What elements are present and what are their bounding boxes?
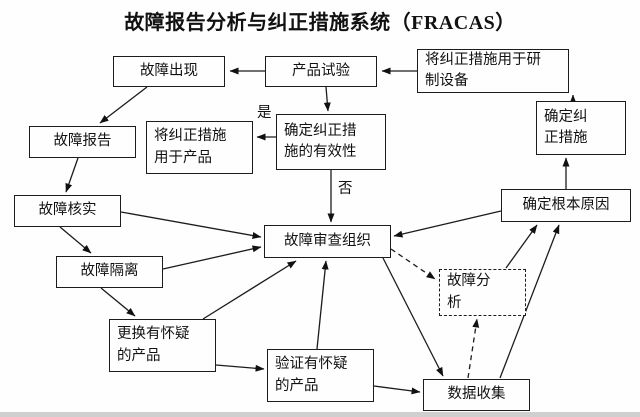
edge-failure-verify-to-failure-isolation [59, 226, 92, 254]
edge-verify-suspect-to-review-board [316, 260, 329, 350]
edge-failure-analysis-to-root-cause [505, 224, 538, 269]
node-verify-suspect-product: 验证有怀疑 的产品 [267, 349, 374, 402]
node-failure-occurs: 故障出现 [113, 56, 225, 87]
edge-review-board-to-failure-analysis [390, 248, 436, 280]
edge-failure-verify-to-review-board [120, 211, 262, 239]
edge-failure-report-to-failure-verify [65, 157, 79, 193]
node-apply-corrective-to-dev-equipment: 将纠正措施用于研 制设备 [417, 49, 569, 93]
edge-replace-suspect-to-review-board [202, 260, 297, 320]
edge-product-test-to-determine-effect [323, 86, 331, 112]
node-determine-effectiveness: 确定纠正措 施的有效性 [276, 114, 386, 170]
node-apply-corrective-to-product: 将纠正措施 用于产品 [146, 121, 253, 174]
node-failure-verification: 故障核实 [14, 195, 121, 227]
node-replace-suspect-product: 更换有怀疑 的产品 [109, 319, 216, 372]
node-failure-review-board: 故障审查组织 [264, 225, 391, 258]
label-no: 否 [338, 181, 353, 197]
node-failure-analysis: 故障分 析 [439, 269, 526, 316]
node-data-collection: 数据收集 [423, 379, 530, 411]
node-product-test: 产品试验 [265, 56, 377, 87]
node-failure-report: 故障报告 [29, 126, 136, 158]
edge-review-board-to-data-collection [382, 257, 444, 377]
bottom-edge-strip [0, 412, 640, 417]
node-determine-root-cause: 确定根本原因 [501, 189, 631, 222]
node-determine-corrective-action: 确定纠 正措施 [536, 101, 626, 155]
edge-failure-isolation-to-replace-suspect [100, 287, 136, 317]
page-title: 故障报告分析与纠正措施系统（FRACAS） [124, 12, 516, 34]
edge-verify-suspect-to-data-collection [373, 385, 421, 395]
edge-root-cause-to-review-board [393, 210, 502, 238]
edge-failure-occurs-to-failure-report [99, 86, 148, 124]
node-failure-isolation: 故障隔离 [56, 256, 163, 288]
edge-failure-isolation-to-review-board [162, 245, 262, 270]
label-yes: 是 [257, 105, 272, 121]
edge-replace-suspect-to-verify-suspect [215, 364, 265, 372]
edge-data-collection-to-failure-analysis [467, 318, 480, 379]
